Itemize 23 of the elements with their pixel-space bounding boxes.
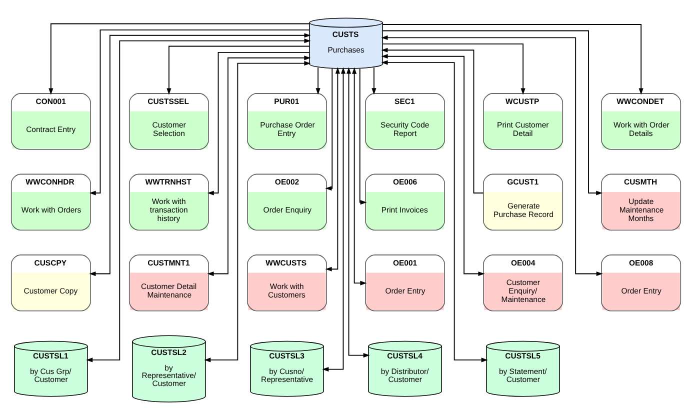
arrow <box>382 24 644 94</box>
arrow <box>322 66 346 372</box>
arrow <box>325 66 340 271</box>
arrow <box>381 47 484 193</box>
arrow <box>89 32 311 276</box>
arrow <box>381 54 485 276</box>
arrow <box>166 45 310 94</box>
arrow <box>382 42 526 94</box>
arrow <box>325 68 333 190</box>
arrow <box>381 60 488 362</box>
arrow <box>346 66 370 358</box>
arrow <box>352 66 367 285</box>
arrow <box>381 34 603 276</box>
arrow <box>316 66 320 94</box>
arrow <box>48 22 310 94</box>
arrow <box>207 55 311 276</box>
arrow <box>382 30 603 195</box>
arrow <box>372 66 376 94</box>
arrow <box>89 28 310 195</box>
arrow <box>207 52 310 195</box>
arrow <box>359 68 367 204</box>
arrow <box>86 38 311 362</box>
arrow <box>204 60 311 362</box>
